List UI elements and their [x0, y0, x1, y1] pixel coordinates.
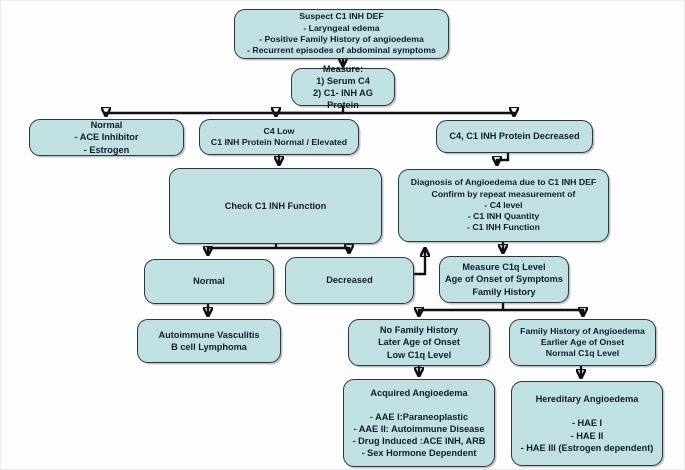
node-suspect-c1-inh-def: Suspect C1 INH DEF - Laryngeal edema - P… [234, 9, 449, 59]
node-acquired-angioedema: Acquired Angioedema - AAE I:Paraneoplast… [343, 379, 495, 467]
arrow-decreased-fn-to-diagnosis [414, 249, 425, 276]
node-c4-low: C4 Low C1 INH Protein Normal / Elevated [199, 119, 359, 155]
node-check-c1inh-function: Check C1 INH Function [169, 168, 382, 244]
arrow-c4-decreased-to-diagnosis [497, 153, 510, 164]
node-autoimmune-vasculitis: Autoimmune Vasculitis B cell Lymphoma [137, 319, 281, 363]
arrow-check-to-normal-fn [208, 248, 276, 254]
node-c4-c1inh-decreased: C4, C1 INH Protein Decreased [436, 120, 593, 153]
node-function-decreased: Decreased [285, 257, 414, 304]
arrow-check-to-decreased-fn [276, 248, 349, 252]
node-measure-serum-c4: Measure: 1) Serum C4 2) C1- INH AG Prote… [291, 64, 395, 110]
arrow-branch-to-normal-ace [106, 113, 343, 115]
node-no-family-history: No Family History Later Age of Onset Low… [348, 319, 490, 366]
node-measure-c1q-level: Measure C1q Level Age of Onset of Sympto… [439, 256, 569, 303]
arrow-branch-to-no-family [419, 310, 503, 315]
node-hereditary-angioedema: Hereditary Angioedema - HAE I - HAE II -… [511, 381, 663, 466]
node-function-normal: Normal [144, 259, 274, 304]
arrow-branch-to-c4-decreased [343, 113, 514, 115]
node-normal-ace-inhibitor: Normal - ACE Inhibitor - Estrogen [29, 119, 184, 156]
arrow-branch-to-c4-low [276, 113, 343, 115]
node-family-history: Family History of Angioedema Earlier Age… [509, 319, 656, 366]
arrow-branch-to-family [503, 310, 583, 315]
node-diagnosis-angioedema: Diagnosis of Angioedema due to C1 INH DE… [398, 169, 609, 242]
